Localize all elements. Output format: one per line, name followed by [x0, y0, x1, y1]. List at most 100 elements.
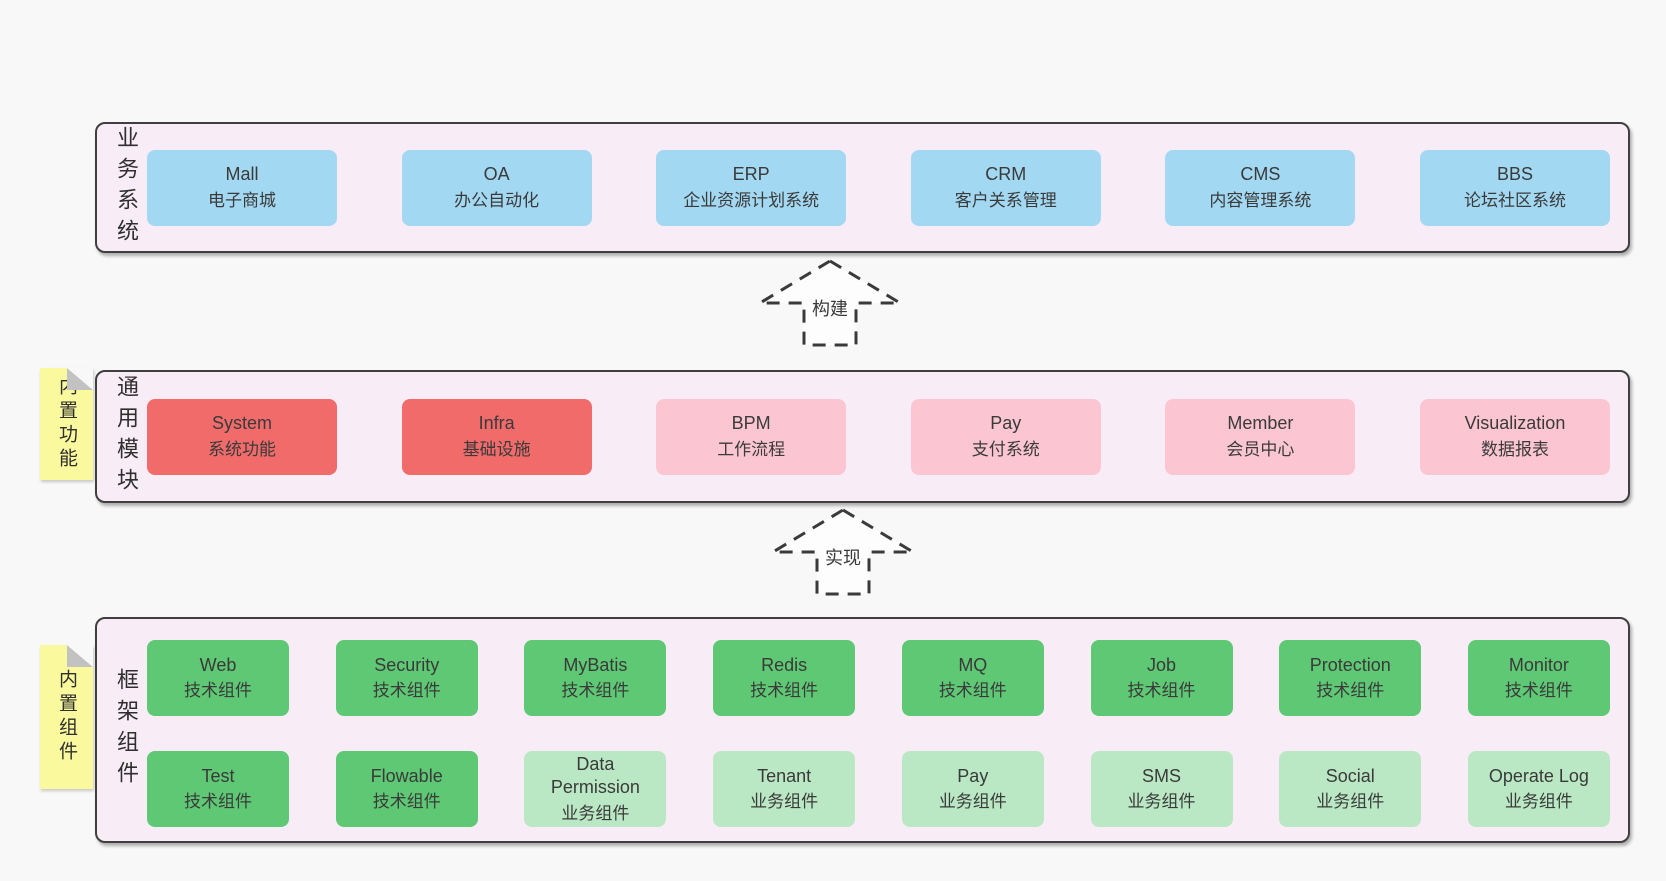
diagram-node-job: Job 技术组件	[1090, 640, 1233, 716]
node-desc: 技术组件	[372, 792, 441, 812]
diagram-node-security: Security 技术组件	[335, 640, 478, 716]
node-name: Mall	[225, 164, 259, 185]
node-desc: 论坛社区系统	[1463, 190, 1566, 210]
node-desc: 电子商城	[208, 190, 276, 210]
diagram-node-pay: Pay 支付系统	[910, 398, 1101, 475]
node-desc: 技术组件	[938, 681, 1007, 701]
node-rows: Web 技术组件 Security 技术组件 MyBatis 技术组件 Redi…	[97, 619, 1628, 841]
node-name: Flowable	[370, 765, 443, 786]
node-row-tech: Web 技术组件 Security 技术组件 MyBatis 技术组件 Redi…	[147, 640, 1610, 716]
sticky-tab-built-in-features: 内置功能	[40, 368, 93, 480]
node-name: Tenant	[757, 765, 812, 786]
diagram-node-bbs: BBS 论坛社区系统	[1419, 149, 1610, 226]
panel-title-framework-components: 框架组件	[114, 668, 139, 792]
node-name: Redis	[761, 654, 808, 675]
node-desc: 技术组件	[1127, 681, 1196, 701]
folded-corner	[67, 645, 93, 667]
arrow-implement-label: 实现	[821, 543, 865, 571]
diagram-node-crm: CRM 客户关系管理	[910, 149, 1101, 226]
panel-business-systems: 业务系统 Mall 电子商城 OA 办公自动化 ERP 企业资源计划系统 CRM…	[95, 122, 1630, 253]
node-desc: 工作流程	[717, 439, 786, 459]
node-row: Mall 电子商城 OA 办公自动化 ERP 企业资源计划系统 CRM 客户关系…	[147, 124, 1610, 251]
diagram-node-web: Web 技术组件	[147, 640, 289, 716]
diagram-node-social: Social 业务组件	[1279, 751, 1422, 827]
node-name: OA	[483, 164, 510, 185]
diagram-node-redis: Redis 技术组件	[713, 640, 856, 716]
node-name: Pay	[957, 765, 989, 786]
panel-framework-components: 框架组件 Web 技术组件 Security 技术组件 MyBatis 技术组件…	[95, 617, 1630, 843]
sticky-tab-label: 内置组件	[56, 669, 77, 765]
node-name: Security	[374, 654, 440, 675]
node-name: MyBatis	[563, 654, 628, 675]
diagram-node-oa: OA 办公自动化	[401, 149, 592, 226]
node-name: Infra	[478, 413, 515, 434]
panel-title-business-systems: 业务系统	[114, 125, 139, 250]
node-name: Monitor	[1508, 654, 1569, 675]
node-row: System 系统功能 Infra 基础设施 BPM 工作流程 Pay 支付系统…	[147, 372, 1610, 501]
diagram-node-system: System 系统功能	[147, 398, 337, 475]
diagram-node-test: Test 技术组件	[147, 751, 289, 827]
node-desc: 支付系统	[971, 439, 1040, 459]
node-desc: 技术组件	[1316, 681, 1385, 701]
diagram-node-pay-component: Pay 业务组件	[901, 751, 1044, 827]
node-desc: 数据报表	[1480, 439, 1549, 459]
node-name: Visualization	[1464, 413, 1566, 434]
node-name: Social	[1325, 765, 1375, 786]
diagram-node-visualization: Visualization 数据报表	[1419, 398, 1610, 475]
node-name: Web	[199, 654, 237, 675]
diagram-node-bpm: BPM 工作流程	[656, 398, 847, 475]
node-name: Test	[201, 765, 235, 786]
node-name: Data Permission	[550, 754, 640, 798]
node-desc: 业务组件	[938, 792, 1007, 812]
panel-title-common-modules: 通用模块	[114, 374, 139, 499]
node-name: MQ	[958, 654, 988, 675]
sticky-tab-label: 内置功能	[56, 376, 77, 472]
node-desc: 技术组件	[184, 681, 252, 701]
folded-corner	[67, 368, 93, 390]
node-row-business: Test 技术组件 Flowable 技术组件 Data Permission …	[147, 751, 1610, 827]
node-desc: 基础设施	[462, 439, 531, 459]
node-desc: 业务组件	[1127, 792, 1196, 812]
node-desc: 技术组件	[561, 681, 630, 701]
node-desc: 会员中心	[1226, 439, 1295, 459]
diagram-node-member: Member 会员中心	[1165, 398, 1356, 475]
arrow-build: 构建	[755, 256, 905, 348]
node-desc: 技术组件	[1504, 681, 1573, 701]
node-desc: 企业资源计划系统	[683, 190, 820, 210]
node-name: Pay	[990, 413, 1022, 434]
node-name: BBS	[1496, 164, 1533, 185]
node-name: Job	[1147, 654, 1177, 675]
node-desc: 系统功能	[208, 439, 276, 459]
node-desc: 业务组件	[1504, 792, 1573, 812]
node-name: ERP	[732, 164, 770, 185]
sticky-tab-built-in-components: 内置组件	[40, 645, 93, 789]
diagram-node-sms: SMS 业务组件	[1090, 751, 1233, 827]
node-name: Protection	[1309, 654, 1391, 675]
node-name: CRM	[985, 164, 1027, 185]
node-desc: 技术组件	[750, 681, 819, 701]
node-name: Operate Log	[1488, 765, 1589, 786]
diagram-node-operate-log: Operate Log 业务组件	[1467, 751, 1610, 827]
diagram-node-infra: Infra 基础设施	[401, 398, 592, 475]
arrow-implement: 实现	[768, 505, 918, 597]
node-desc: 业务组件	[561, 803, 630, 823]
node-desc: 技术组件	[372, 681, 441, 701]
node-desc: 技术组件	[184, 792, 252, 812]
node-desc: 业务组件	[1316, 792, 1385, 812]
diagram-node-mall: Mall 电子商城	[147, 149, 337, 226]
node-name: SMS	[1142, 765, 1182, 786]
panel-common-modules: 通用模块 System 系统功能 Infra 基础设施 BPM 工作流程 Pay…	[95, 370, 1630, 503]
diagram-node-cms: CMS 内容管理系统	[1165, 149, 1356, 226]
node-name: BPM	[731, 413, 771, 434]
node-name: Member	[1227, 413, 1294, 434]
diagram-node-protection: Protection 技术组件	[1279, 640, 1422, 716]
node-desc: 办公自动化	[454, 190, 540, 210]
node-desc: 内容管理系统	[1209, 190, 1312, 210]
arrow-build-label: 构建	[808, 294, 852, 322]
diagram-node-monitor: Monitor 技术组件	[1467, 640, 1610, 716]
diagram-node-mq: MQ 技术组件	[901, 640, 1044, 716]
diagram-node-mybatis: MyBatis 技术组件	[524, 640, 667, 716]
node-desc: 客户关系管理	[954, 190, 1057, 210]
diagram-node-erp: ERP 企业资源计划系统	[656, 149, 847, 226]
diagram-node-tenant: Tenant 业务组件	[713, 751, 856, 827]
